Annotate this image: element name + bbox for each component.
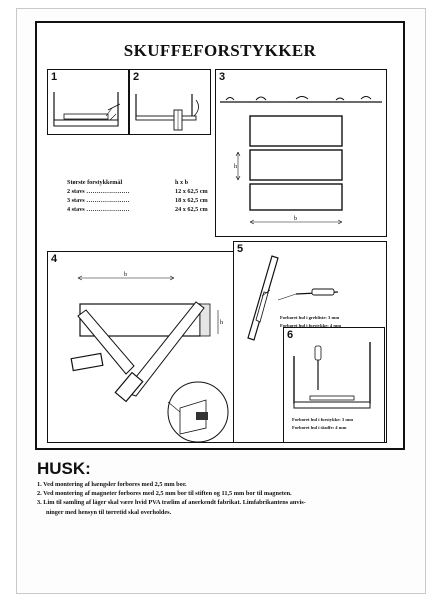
list-item: 1. Ved montering af hængsler forbores me… (37, 481, 187, 488)
note-text: Forboret hul i forstykke: 3 mm (292, 417, 354, 422)
panel-2-drawing (135, 94, 199, 131)
row-label: 4 stavs ………………… (67, 206, 130, 213)
panel-3: 3 h b (215, 69, 387, 237)
row-value: 12 x 62,5 cm (175, 188, 208, 195)
note-text: Forboret hul i forstykke: 4 mm (280, 323, 342, 328)
page-title: SKUFFEFORSTYKKER (123, 41, 317, 60)
panel-2: 2 (129, 69, 211, 135)
instruction-sheet: SKUFFEFORSTYKKER 1 2 (16, 8, 426, 594)
table-header: Største forstykkemål h x b (67, 178, 247, 187)
panel-1-drawing (53, 92, 121, 127)
note-text: Forboret hul i skuffe: 4 mm (292, 425, 347, 430)
husk-heading: HUSK: (37, 459, 91, 478)
row-label: 3 stavs ………………… (67, 197, 130, 204)
illustration-frame: SKUFFEFORSTYKKER 1 2 (35, 21, 405, 450)
panel-number: 4 (51, 253, 58, 265)
table-row: 4 stavs ………………… 24 x 62,5 cm (67, 205, 247, 214)
panel-number: 5 (237, 243, 244, 255)
panel-4-drawing: b h (70, 272, 229, 443)
panel-number: 3 (219, 71, 226, 83)
dim-h-label: h (220, 320, 223, 326)
row-label: 2 stavs ………………… (67, 188, 130, 195)
header-label: Største forstykkemål (67, 179, 123, 186)
note-text: Forboret hul i grebliste: 3 mm (280, 315, 340, 320)
table-row: 3 stavs ………………… 18 x 62,5 cm (67, 196, 247, 205)
dim-b-label: b (294, 216, 297, 222)
row-value: 18 x 62,5 cm (175, 197, 208, 204)
dim-b-label: b (124, 272, 127, 278)
header-unit: h x b (175, 179, 189, 186)
list-item: 3. Lim til samling af låger skal være hv… (37, 499, 306, 507)
panel-5-drawing (247, 255, 339, 341)
husk-list: 1. Ved montering af hængsler forbores me… (37, 480, 409, 517)
row-value: 24 x 62,5 cm (175, 206, 208, 213)
panel-6: 6 Forboret hul i forstykke: 3 mm Forbore… (283, 327, 385, 443)
panel-4: 4 b h (47, 251, 235, 443)
panel-number: 6 (287, 329, 294, 341)
list-item-continuation: ninger med hensyn til tørretid skal over… (46, 508, 172, 516)
panel-1: 1 (47, 69, 129, 135)
table-row: 2 stavs ………………… 12 x 62,5 cm (67, 187, 247, 196)
list-item: 2. Ved montering af magneter forbores me… (37, 490, 292, 498)
dim-h-label: h (234, 164, 237, 170)
panel-3-drawing: h b (220, 96, 382, 225)
dimension-table: Største forstykkemål h x b 2 stavs ……………… (67, 178, 247, 214)
panel-number: 1 (51, 71, 58, 83)
panel-6-drawing (293, 342, 371, 409)
panel-number: 2 (133, 71, 140, 83)
